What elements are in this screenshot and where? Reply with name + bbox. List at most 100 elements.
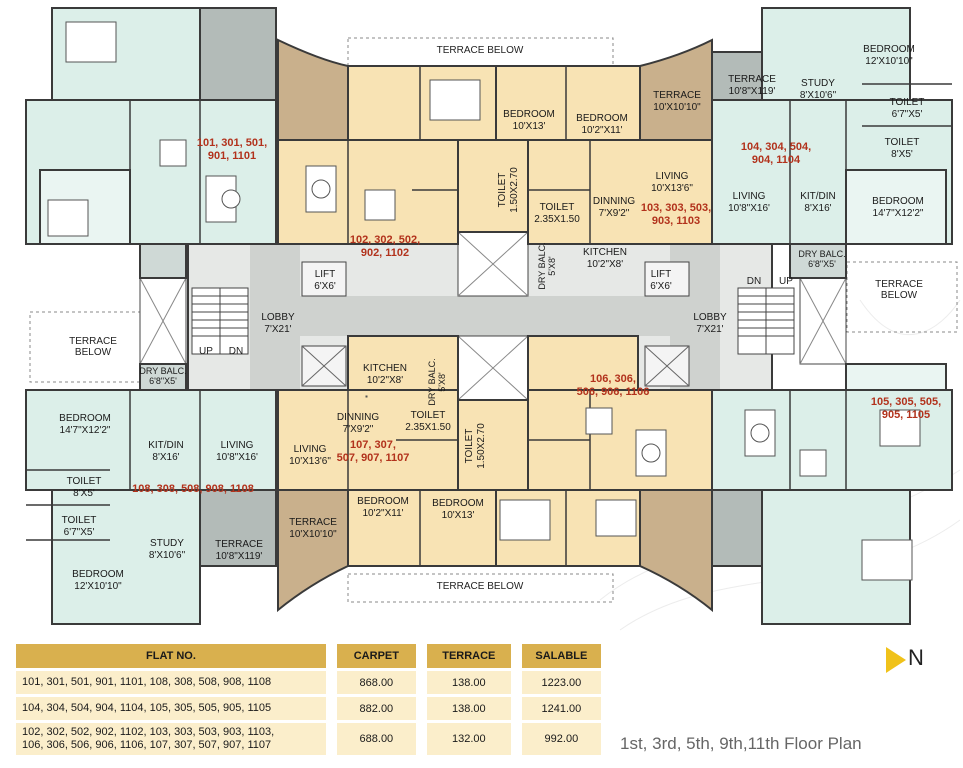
flat-line: 103, 303, 503, xyxy=(640,202,712,214)
flat-line: 101, 301, 501, xyxy=(196,137,268,149)
room-name: STUDY xyxy=(150,538,184,549)
room-name: TERRACE xyxy=(289,517,337,528)
room-name: KITCHEN xyxy=(363,363,407,374)
room-name: DINNING xyxy=(592,196,636,207)
stair-up-right: UP xyxy=(779,276,793,287)
flat-line: 507, 907, 1107 xyxy=(336,452,410,464)
cell-salable: 992.00 xyxy=(521,720,601,755)
room-dim: 10'X10'10" xyxy=(653,102,701,113)
stair-dn-left: DN xyxy=(228,346,244,357)
cell-flats-line: 102, 302, 502, 902, 1102, 103, 303, 503,… xyxy=(22,726,275,738)
room-dim: 10'2"X11' xyxy=(362,508,404,519)
room-dim: 8'X16' xyxy=(804,203,832,214)
room-dim: 6'X6' xyxy=(650,281,672,292)
room-name: DRY BALC. xyxy=(537,242,547,290)
room-dim: 8'X10'6" xyxy=(799,90,837,101)
room-name: DRY BALC. xyxy=(798,249,846,259)
room-name: BEDROOM xyxy=(59,413,111,424)
interior-walls xyxy=(26,66,952,566)
room-dim: 2.35X1.50 xyxy=(534,214,580,225)
room-name: BEDROOM xyxy=(576,113,628,124)
flat-number-106: 106, 306,506, 906, 1106 xyxy=(577,373,650,399)
below-word: BELOW xyxy=(880,290,918,301)
flat-line: 104, 304, 504, xyxy=(740,141,812,153)
room-name: BEDROOM xyxy=(863,44,915,55)
room-name: KIT/DIN xyxy=(148,440,184,451)
flat-line: 506, 906, 1106 xyxy=(576,386,650,398)
flat-line: 108, 308, 508, 908, 1108 xyxy=(132,483,254,495)
room-name: BEDROOM xyxy=(872,196,924,207)
room-dim: 10'X13' xyxy=(441,510,475,521)
terrace-below-top: TERRACE BELOW xyxy=(436,45,524,56)
grey-terraces xyxy=(199,7,763,567)
room-name: LIVING xyxy=(655,171,689,182)
room-dim: 8'X5' xyxy=(891,149,913,160)
room-dim: 7'X21' xyxy=(696,324,724,335)
room-name: TOILET xyxy=(464,428,475,464)
cell-terrace: 138.00 xyxy=(426,694,511,722)
cell-carpet: 688.00 xyxy=(336,720,416,755)
room-name: TOILET xyxy=(497,172,508,208)
room-dim: 2.35X1.50 xyxy=(405,422,451,433)
room-name: KITCHEN xyxy=(583,247,627,258)
room-name: TERRACE xyxy=(728,74,776,85)
room-dim: 8'X5' xyxy=(73,488,95,499)
room-name: STUDY xyxy=(801,78,835,89)
flat-line: 901, 1101 xyxy=(207,150,257,162)
stair-dn-right: DN xyxy=(746,276,762,287)
flat-line: 106, 306, xyxy=(590,373,636,385)
floor-plan-caption: 1st, 3rd, 5th, 9th,11th Floor Plan xyxy=(620,734,862,753)
room-name: LIFT xyxy=(314,269,336,280)
flat-number-108: 108, 308, 508, 908, 1108 xyxy=(132,483,254,496)
room-dim: 1.50X2.70 xyxy=(476,423,487,469)
room-dim: 14'7"X12'2" xyxy=(872,208,924,219)
room-dim: 8'X16' xyxy=(152,452,180,463)
cell-salable: 1241.00 xyxy=(521,694,601,722)
room-name: LIVING xyxy=(732,191,766,202)
flat-number-102: 102, 302, 502,902, 1102 xyxy=(350,234,420,260)
flat-line: 105, 305, 505, xyxy=(870,396,942,408)
room-name: BEDROOM xyxy=(72,569,124,580)
room-name: TOILET xyxy=(410,410,446,421)
flat-line: 102, 302, 502, xyxy=(349,234,421,246)
cell-carpet: 868.00 xyxy=(336,668,416,696)
table-row: 102, 302, 502, 902, 1102, 103, 303, 503,… xyxy=(16,720,601,755)
cell-flats: 104, 304, 504, 904, 1104, 105, 305, 505,… xyxy=(16,694,326,722)
floor-plan xyxy=(25,7,961,631)
flat-number-105: 105, 305, 505,905, 1105 xyxy=(871,396,941,422)
cell-flats-line: 106, 306, 506, 906, 1106, 107, 307, 507,… xyxy=(22,739,272,751)
room-name: TERRACE xyxy=(215,539,263,550)
north-label: N xyxy=(908,645,924,670)
flat-line: 107, 307, xyxy=(350,439,396,451)
cell-terrace: 132.00 xyxy=(426,720,511,755)
room-dim: 5'X8' xyxy=(547,256,557,276)
room-dim: 6'7"X5' xyxy=(63,527,95,538)
flat-number-104: 104, 304, 504,904, 1104 xyxy=(741,141,811,167)
room-dim: 7'X9'2" xyxy=(598,208,630,219)
flat-line: 905, 1105 xyxy=(881,409,931,421)
table-header-row: FLAT NO. CARPET TERRACE SALABLE xyxy=(16,644,601,670)
room-dim: 10'2"X11' xyxy=(581,125,623,136)
room-name: DINNING xyxy=(336,412,380,423)
